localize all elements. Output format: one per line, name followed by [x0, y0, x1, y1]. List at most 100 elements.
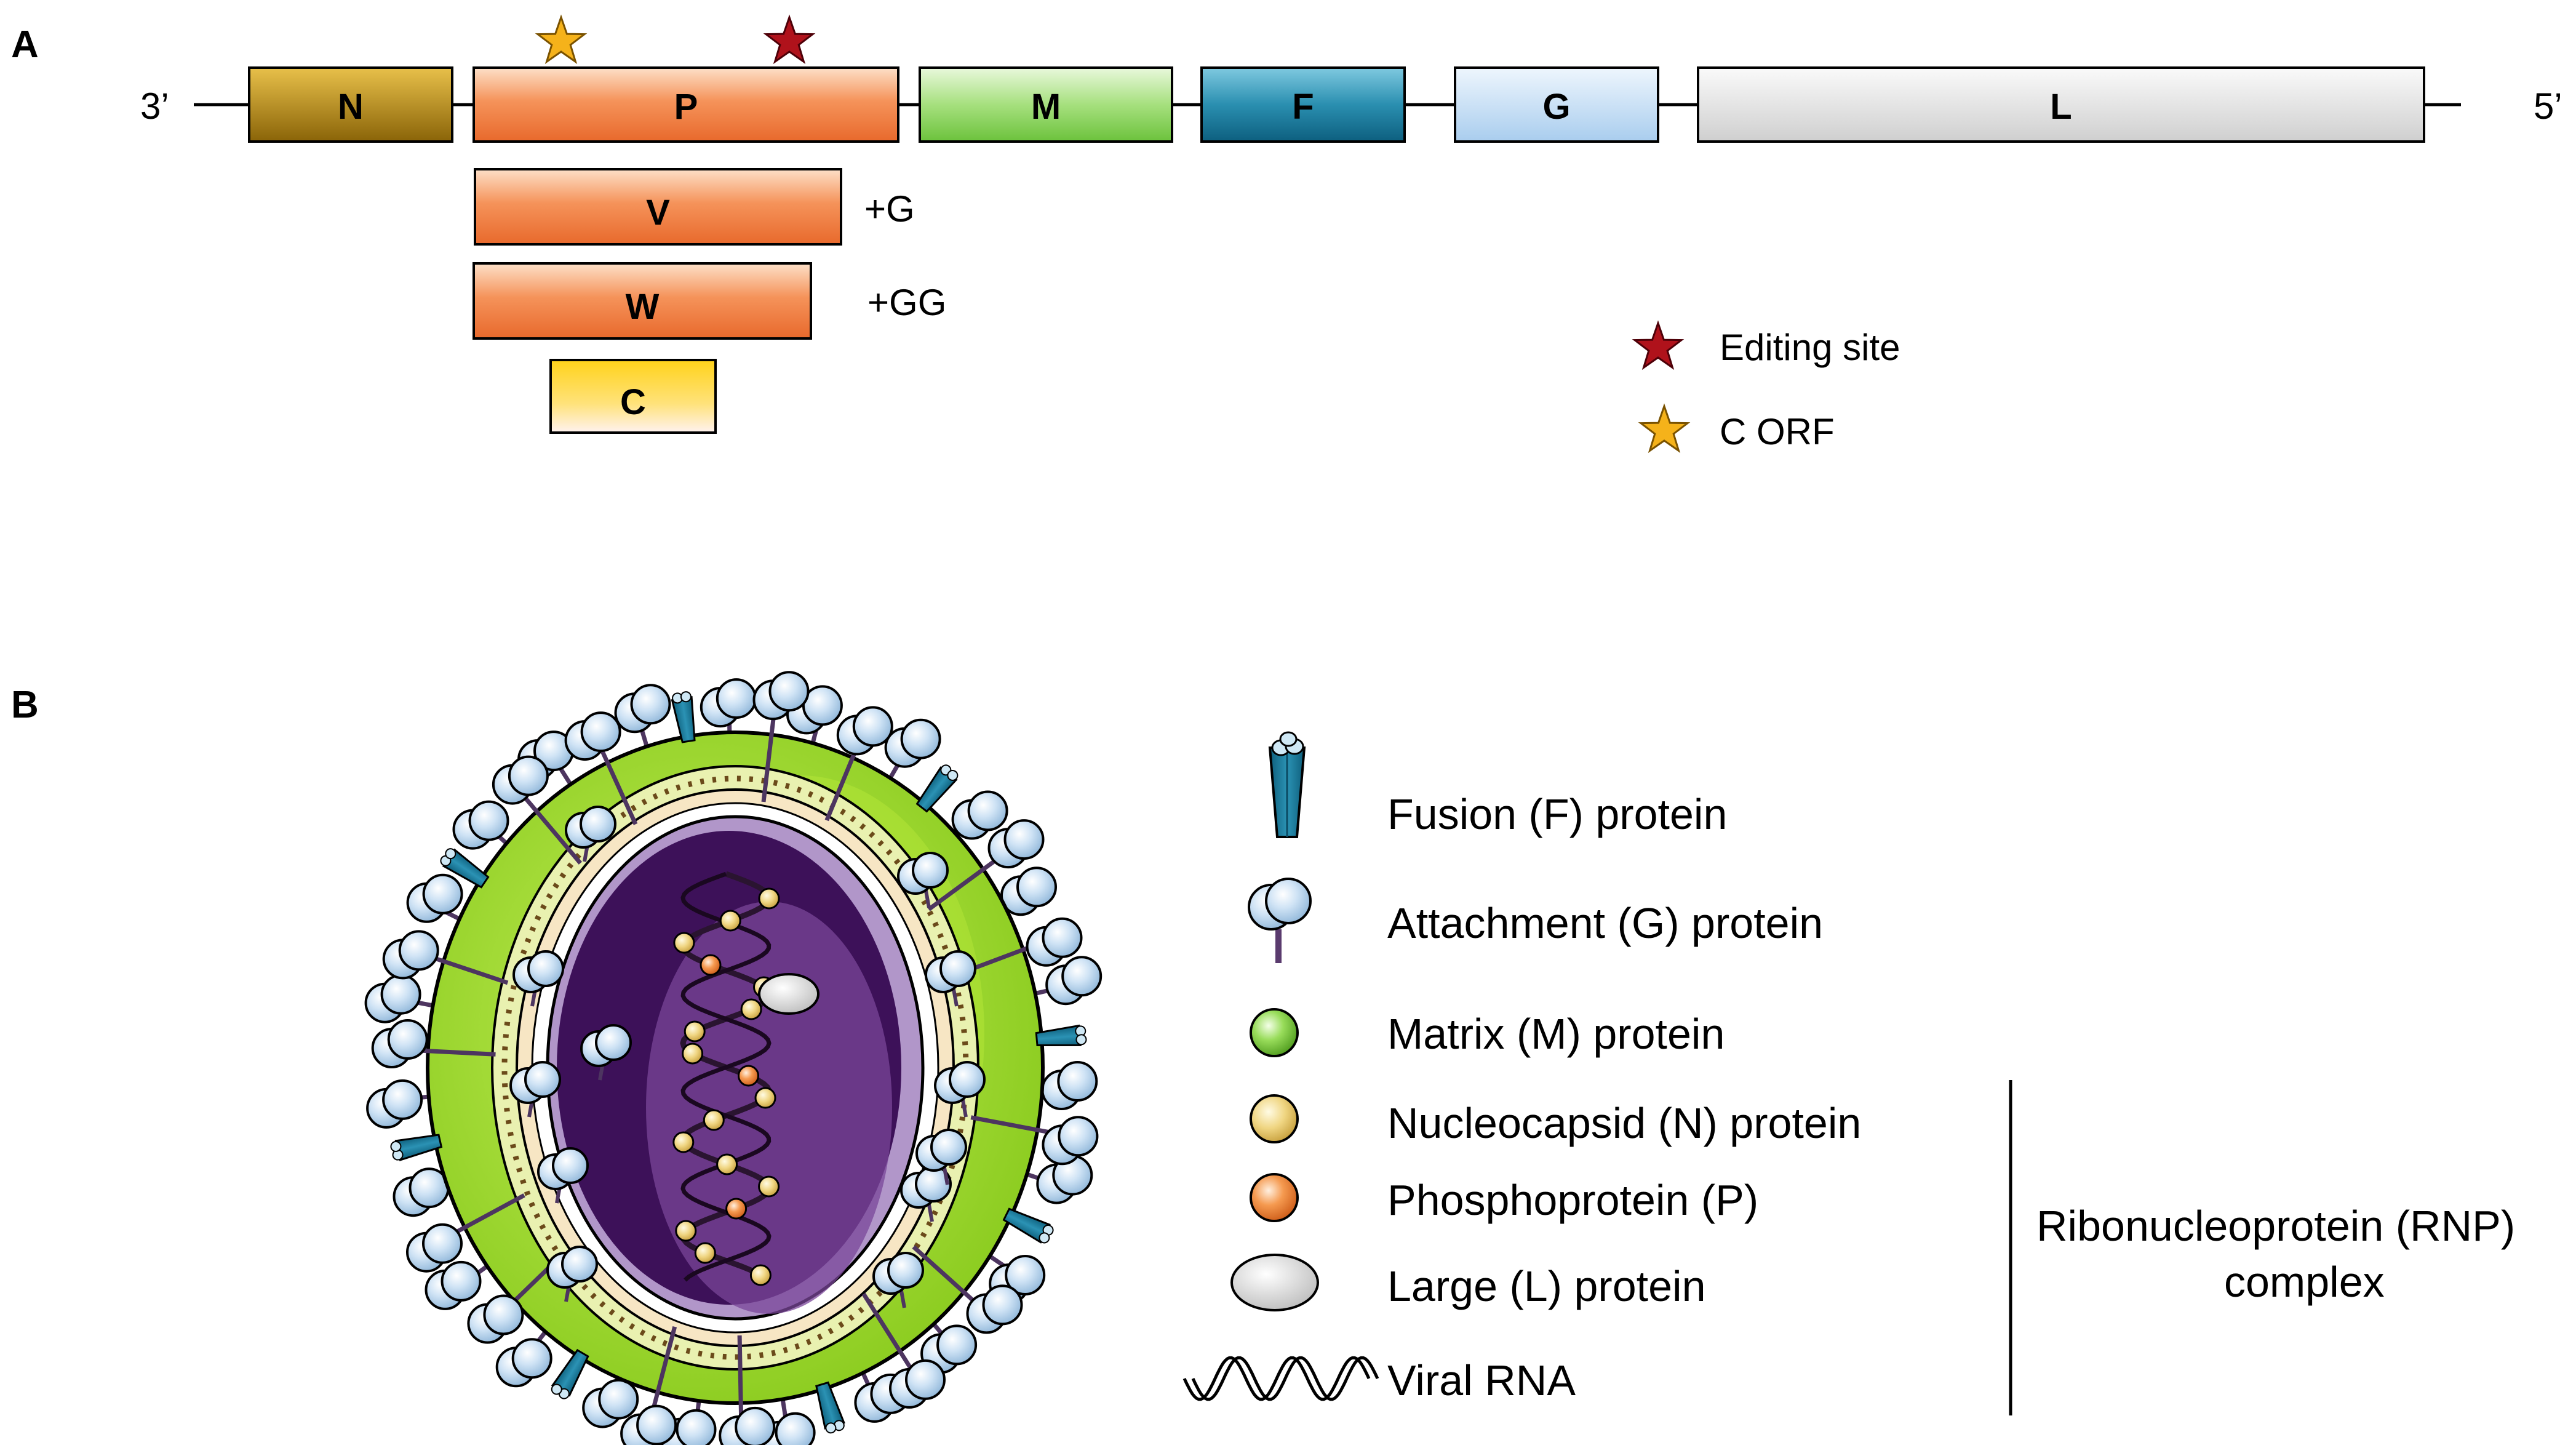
five-prime-end-label: 5’: [2534, 86, 2562, 127]
nucleocapsid-in-virion: [672, 1131, 695, 1153]
nucleocapsid-in-virion: [749, 1264, 772, 1286]
nucleocapsid-in-virion: [740, 998, 762, 1020]
envelope-spike: [915, 764, 959, 813]
rnp-complex-label-line1: Ribonucleoprotein (RNP): [2036, 1202, 2516, 1250]
envelope-spike: [861, 1292, 946, 1409]
envelope-spike: [580, 1024, 632, 1081]
envelope-spike: [390, 1134, 443, 1161]
legend-fusion-protein-label: Fusion (F) protein: [1387, 790, 1728, 838]
gene-label-g: G: [1542, 87, 1571, 127]
legend-c-orf-label: C ORF: [1720, 411, 1835, 452]
viral-rna-icon: [1182, 1356, 1379, 1401]
gene-label-f: F: [1292, 87, 1314, 127]
nucleocapsid-in-virion: [703, 1109, 725, 1131]
nucleocapsid-in-virion: [716, 1153, 738, 1175]
envelope-spike: [925, 950, 976, 1007]
fusion-spike: [671, 691, 696, 743]
phosphoprotein-in-virion: [738, 1065, 759, 1087]
envelope-spike: [970, 1115, 1099, 1166]
c-orf-star-icon: [535, 14, 588, 65]
product-box-w: [473, 262, 812, 340]
legend-editing-site-icon: [1632, 320, 1685, 370]
large-protein-icon: [1230, 1254, 1319, 1311]
envelope-spike: [927, 819, 1045, 911]
envelope-spike: [509, 1061, 561, 1118]
envelope-spike: [752, 671, 810, 803]
phosphoprotein-icon: [1250, 1173, 1299, 1222]
product-label-w: W: [625, 287, 660, 327]
legend-phosphoprotein-label: Phosphoprotein (P): [1387, 1176, 1759, 1224]
phosphoprotein-in-virion: [700, 954, 722, 976]
gene-label-m: M: [1031, 87, 1061, 127]
fusion-spike: [915, 764, 959, 813]
large-protein-in-virion: [758, 973, 819, 1015]
envelope-spike: [537, 1147, 589, 1204]
envelope-spike: [912, 1245, 1023, 1334]
envelope-spike: [934, 1061, 986, 1118]
envelope-spike: [815, 1381, 845, 1434]
gene-label-p: P: [674, 87, 698, 127]
envelope-spike: [1002, 1207, 1054, 1244]
fusion-spike: [551, 1348, 589, 1399]
gene-box-l: [1697, 66, 2425, 143]
gene-box-n: [248, 66, 453, 143]
panel-a-letter: A: [11, 23, 39, 66]
envelope-spike: [382, 930, 509, 985]
product-box-c: [549, 359, 717, 434]
envelope-spike: [824, 706, 893, 822]
fusion-spike: [440, 848, 490, 889]
panel-a: [194, 14, 2461, 454]
virion-illustration: [364, 671, 1103, 1445]
rnp-complex-label-line2: complex: [2224, 1258, 2385, 1306]
envelope-spike: [565, 806, 616, 862]
gene-box-p: [473, 66, 899, 143]
nucleocapsid-in-virion: [675, 1220, 697, 1242]
fusion-spike: [1002, 1207, 1054, 1244]
attachment-protein-icon: [1248, 878, 1312, 963]
envelope-spike: [915, 1129, 967, 1185]
envelope-spike: [440, 848, 490, 889]
product-label-v: V: [646, 193, 670, 233]
fusion-protein-icon: [1268, 731, 1306, 838]
envelope-spike: [364, 974, 500, 1023]
product-label-c: C: [620, 382, 646, 422]
product-note-v: +G: [864, 188, 915, 230]
envelope-spike: [564, 711, 638, 825]
nucleocapsid-in-virion: [758, 887, 780, 910]
envelope-spike: [719, 1335, 776, 1445]
envelope-spike: [897, 852, 949, 908]
editing-site-star-icon: [763, 14, 816, 65]
rnp-helix: [672, 871, 819, 1286]
fusion-spike: [390, 1134, 443, 1161]
legend-large-protein-label: Large (L) protein: [1387, 1262, 1706, 1310]
envelope-spike: [900, 1166, 952, 1222]
fusion-spike: [1035, 1024, 1087, 1047]
envelope-spike: [551, 1348, 589, 1399]
legend-icons: [1182, 731, 2012, 1415]
envelope-spike: [406, 1193, 525, 1273]
product-box-v: [474, 168, 842, 246]
legend-viral-rna-label: Viral RNA: [1387, 1356, 1576, 1404]
nucleocapsid-in-virion: [682, 1043, 704, 1065]
legend-nucleocapsid-protein-label: Nucleocapsid (N) protein: [1387, 1099, 1862, 1147]
gene-box-m: [919, 66, 1173, 143]
legend-attachment-protein-label: Attachment (G) protein: [1387, 899, 1824, 947]
nucleocapsid-in-virion: [694, 1242, 716, 1264]
nucleocapsid-in-virion: [684, 1020, 706, 1043]
envelope-spike: [962, 1150, 1093, 1204]
nucleocapsid-in-virion: [673, 932, 695, 954]
envelope-spike: [492, 755, 583, 865]
envelope-spike: [546, 1246, 598, 1302]
panel-b-letter: B: [11, 684, 39, 726]
nucleocapsid-in-virion: [754, 1087, 776, 1109]
envelope-spike: [406, 873, 522, 951]
legend-matrix-protein-label: Matrix (M) protein: [1387, 1010, 1725, 1058]
legend-c-orf-icon: [1638, 403, 1691, 454]
gene-label-l: L: [2050, 87, 2072, 127]
envelope-spike: [371, 1019, 496, 1068]
nucleocapsid-in-virion: [719, 910, 741, 932]
gene-boxes: [248, 66, 2425, 143]
phosphoprotein-in-virion: [725, 1198, 748, 1220]
envelope-spike: [512, 950, 564, 1007]
